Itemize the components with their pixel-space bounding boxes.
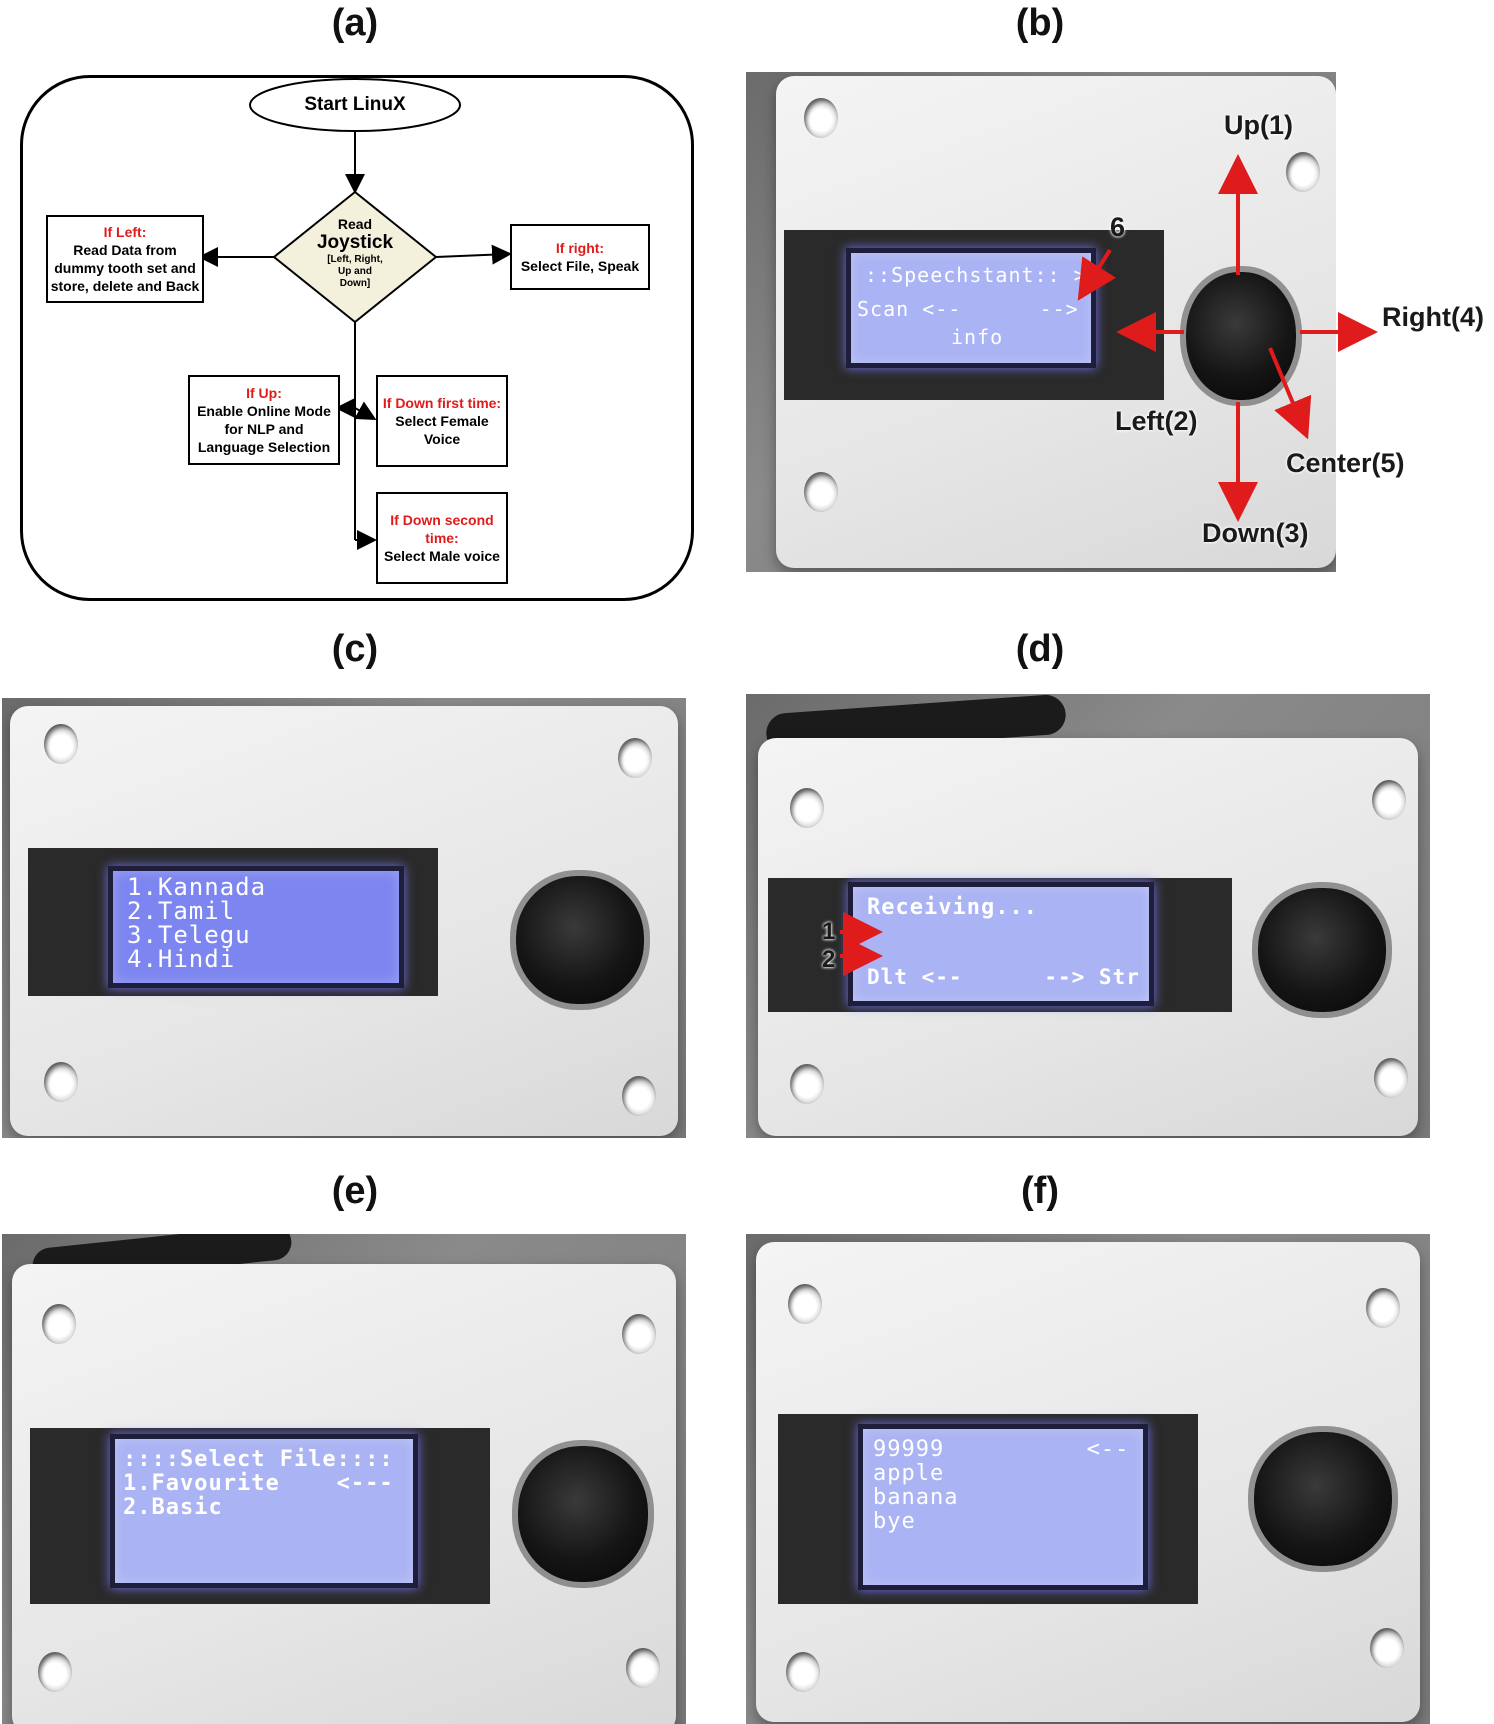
joystick-knob[interactable] xyxy=(1186,272,1296,400)
photo-c: 1.Kannada 2.Tamil 3.Telegu 4.Hindi xyxy=(2,698,686,1138)
label-two: 2 xyxy=(822,946,836,973)
right-action: Select File, Speak xyxy=(520,258,640,274)
mount-hole xyxy=(618,738,652,778)
mount-hole xyxy=(804,98,838,138)
label-one: 1 xyxy=(822,918,836,945)
label-left: Left(2) xyxy=(1115,406,1198,436)
panel-label-c: (c) xyxy=(331,628,379,670)
mount-hole xyxy=(1366,1288,1400,1328)
up-box: If Up: Enable Online Mode for NLP and La… xyxy=(188,375,340,465)
up-condition: If Up: xyxy=(246,385,282,401)
flowchart-panel xyxy=(20,75,694,601)
lcd-line: 1.Kannada xyxy=(127,873,267,901)
panel-label-f: (f) xyxy=(1021,1170,1059,1212)
lcd-line: 3.Telegu xyxy=(127,921,251,949)
mount-hole xyxy=(42,1304,76,1344)
lcd-screen-f: 99999 <-- apple banana bye xyxy=(858,1424,1148,1590)
down-first-box: If Down first time: Select Female Voice xyxy=(376,375,508,467)
mount-hole xyxy=(804,472,838,512)
down-first-condition: If Down first time: xyxy=(382,395,502,411)
mount-hole xyxy=(786,1652,820,1692)
down-second-condition: If Down second time: xyxy=(390,512,494,546)
photo-b: ::Speechstant:: > Scan <-- --> Ast info xyxy=(746,72,1336,572)
label-up: Up(1) xyxy=(1224,110,1293,140)
mount-hole xyxy=(788,1284,822,1324)
photo-d: Receiving... Dlt <-- --> Str xyxy=(746,694,1430,1138)
mount-hole xyxy=(626,1648,660,1688)
mount-hole xyxy=(1370,1628,1404,1668)
start-label: Start LinuX xyxy=(304,94,406,115)
joystick-knob[interactable] xyxy=(516,876,644,1004)
lcd-line: ::::Select File:::: xyxy=(123,1447,394,1472)
down-second-box: If Down second time: Select Male voice xyxy=(376,492,508,584)
decision-line-3: [Left, Right, xyxy=(327,254,383,265)
lcd-line: info xyxy=(951,325,1004,349)
panel-label-d: (d) xyxy=(1015,628,1065,670)
lcd-screen-e: ::::Select File:::: 1.Favourite <--- 2.B… xyxy=(110,1434,418,1588)
lcd-line: Dlt <-- --> Str xyxy=(867,965,1140,989)
lcd-line: Receiving... xyxy=(867,895,1038,920)
lcd-line: 99999 <-- xyxy=(873,1437,1130,1462)
lcd-line: bye xyxy=(873,1509,916,1534)
joystick-knob[interactable] xyxy=(1258,888,1386,1012)
mount-hole xyxy=(622,1314,656,1354)
left-action: Read Data from dummy tooth set and store… xyxy=(50,242,200,294)
left-condition: If Left: xyxy=(103,224,147,240)
lcd-line: apple xyxy=(873,1461,945,1486)
mount-hole xyxy=(44,724,78,764)
lcd-line: 2.Basic xyxy=(123,1495,223,1520)
right-box: If right: Select File, Speak xyxy=(510,224,650,290)
lcd-line: Scan <-- --> Ast xyxy=(857,297,1079,321)
label-six: 6 xyxy=(1110,212,1126,242)
mount-hole xyxy=(38,1652,72,1692)
lcd-screen-b: ::Speechstant:: > Scan <-- --> Ast info xyxy=(846,248,1096,368)
mount-hole xyxy=(622,1076,656,1116)
joystick-knob[interactable] xyxy=(518,1446,648,1582)
lcd-line: 4.Hindi xyxy=(127,945,236,973)
lcd-screen-c: 1.Kannada 2.Tamil 3.Telegu 4.Hindi xyxy=(108,866,404,988)
panel-label-a: (a) xyxy=(331,2,379,44)
lcd-line: 1.Favourite <--- xyxy=(123,1471,394,1496)
panel-label-b: (b) xyxy=(1015,2,1065,44)
mount-hole xyxy=(1374,1058,1408,1098)
label-center: Center(5) xyxy=(1286,448,1405,478)
joystick-knob[interactable] xyxy=(1254,1432,1392,1566)
decision-line-5: Down] xyxy=(339,278,371,289)
mount-hole xyxy=(790,1064,824,1104)
right-condition: If right: xyxy=(555,240,605,256)
decision-line-2: Joystick xyxy=(316,232,394,253)
left-box: If Left: Read Data from dummy tooth set … xyxy=(46,215,204,303)
down-first-action: Select Female Voice xyxy=(395,413,489,447)
lcd-line: 2.Tamil xyxy=(127,897,236,925)
mount-hole xyxy=(1372,780,1406,820)
down-second-action: Select Male voice xyxy=(384,548,500,564)
mount-hole xyxy=(790,788,824,828)
lcd-screen-d: Receiving... Dlt <-- --> Str xyxy=(848,882,1154,1006)
decision-line-1: Read xyxy=(337,216,373,232)
up-action: Enable Online Mode for NLP and Language … xyxy=(197,403,331,455)
photo-f: 99999 <-- apple banana bye xyxy=(746,1234,1430,1724)
lcd-line: banana xyxy=(873,1485,959,1510)
mount-hole xyxy=(44,1062,78,1102)
photo-e: ::::Select File:::: 1.Favourite <--- 2.B… xyxy=(2,1234,686,1724)
decision-line-4: Up and xyxy=(338,266,372,277)
mount-hole xyxy=(1286,152,1320,192)
label-right: Right(4) xyxy=(1382,302,1484,332)
decision-label: Read Joystick [Left, Right, Up and Down] xyxy=(290,216,420,290)
panel-label-e: (e) xyxy=(331,1170,379,1212)
lcd-line: ::Speechstant:: > xyxy=(865,263,1087,287)
label-down: Down(3) xyxy=(1202,518,1309,548)
